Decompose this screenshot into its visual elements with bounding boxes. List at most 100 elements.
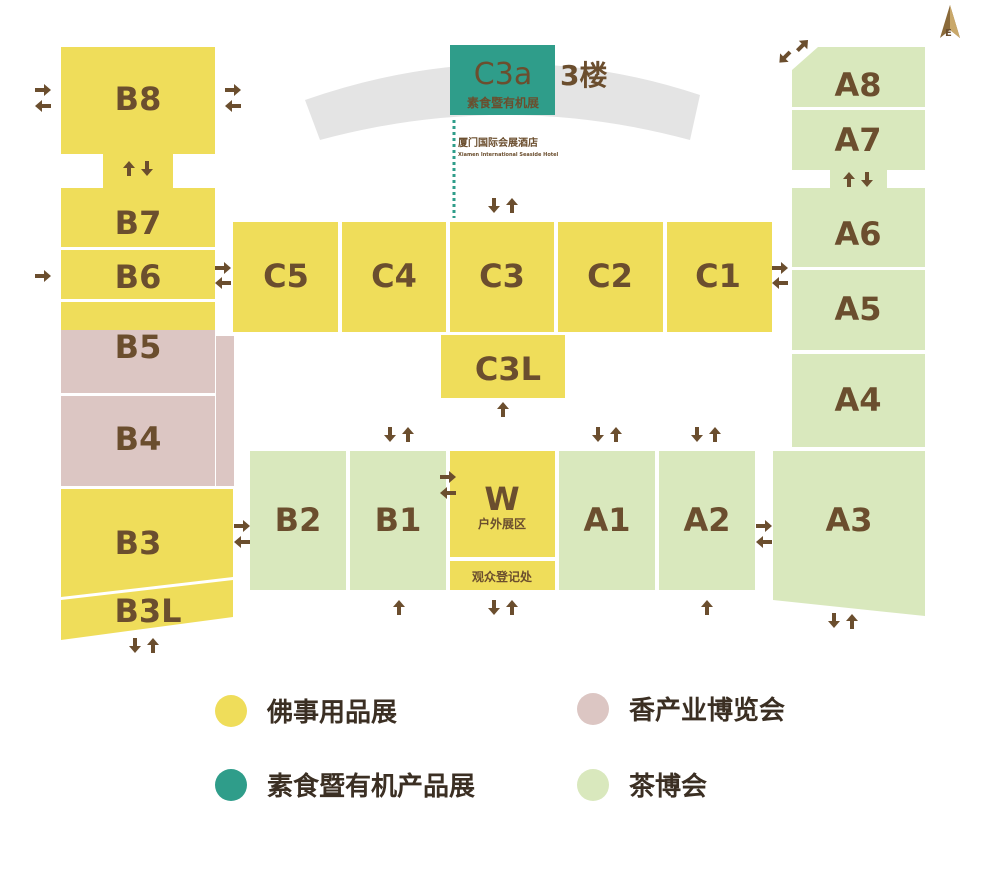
legend-label: 香产业博览会 <box>629 696 786 726</box>
arrow-icon <box>35 270 51 282</box>
hall-A1[interactable]: A1 <box>559 451 655 590</box>
svg-text:W: W <box>484 480 519 518</box>
legend-swatch <box>577 768 609 801</box>
hall-C2[interactable]: C2 <box>558 222 663 332</box>
arrow-icon <box>35 84 51 96</box>
hall-C5[interactable]: C5 <box>233 222 338 332</box>
svg-text:A1: A1 <box>583 501 630 539</box>
arrow-icon <box>497 402 509 417</box>
compass-label: E <box>945 28 952 39</box>
arrow-icon <box>691 427 703 442</box>
arrow-icon <box>592 427 604 442</box>
hall-B8[interactable]: B8 <box>61 47 215 154</box>
hall-C3a[interactable]: C3a 素食暨有机展 <box>450 45 555 115</box>
arrow-icon <box>393 600 405 615</box>
hall-B3L[interactable]: B3L <box>61 580 233 640</box>
arrow-icon <box>846 614 858 629</box>
svg-text:C4: C4 <box>371 257 417 295</box>
a7-a6-connector <box>830 170 887 188</box>
svg-text:B4: B4 <box>115 420 162 458</box>
arrow-icon <box>129 638 141 653</box>
hall-B5[interactable]: B5 <box>61 302 234 486</box>
legend-item-tea: 茶博会 <box>577 766 707 803</box>
hall-A8[interactable]: A8 <box>792 47 925 107</box>
arrow-icon <box>234 520 250 532</box>
arrow-icon <box>772 277 788 289</box>
svg-text:A2: A2 <box>683 501 730 539</box>
hall-A2[interactable]: A2 <box>659 451 755 590</box>
legend-item-buddhist: 佛事用品展 <box>215 692 397 729</box>
hall-B1[interactable]: B1 <box>350 451 446 590</box>
arrow-icon <box>793 35 813 55</box>
arrow-icon <box>215 277 231 289</box>
legend-label: 茶博会 <box>629 772 708 802</box>
hall-C1[interactable]: C1 <box>667 222 772 332</box>
arrow-icon <box>488 600 500 615</box>
arrow-icon <box>701 600 713 615</box>
hall-C3a-label: C3a <box>474 57 532 92</box>
arrow-icon <box>384 427 396 442</box>
legend-swatch <box>577 692 609 725</box>
c3a-floor-label: 3楼 <box>560 59 607 92</box>
arrow-icon <box>35 100 51 112</box>
hall-B6[interactable]: B6 <box>61 250 215 299</box>
hall-C3a-sub: 素食暨有机展 <box>467 95 539 110</box>
svg-text:C3L: C3L <box>475 350 541 388</box>
arrow-icon <box>234 536 250 548</box>
legend-swatch <box>215 768 247 801</box>
hall-C3[interactable]: C3 <box>450 222 554 332</box>
hall-B2[interactable]: B2 <box>250 451 346 590</box>
hall-B7[interactable]: B7 <box>61 188 215 247</box>
arrow-icon <box>709 427 721 442</box>
svg-text:A8: A8 <box>834 66 881 104</box>
svg-text:A6: A6 <box>834 215 881 253</box>
svg-text:B8: B8 <box>115 80 162 118</box>
legend-label: 佛事用品展 <box>267 698 398 728</box>
svg-text:C2: C2 <box>587 257 633 295</box>
arrow-icon <box>775 47 795 67</box>
hall-W[interactable]: W 户外展区 <box>450 451 555 557</box>
arrow-icon <box>488 198 500 213</box>
hall-A3[interactable]: A3 <box>773 451 925 616</box>
legend-label: 素食暨有机产品展 <box>267 772 476 802</box>
registration-label: 观众登记处 <box>472 569 533 584</box>
svg-text:C3: C3 <box>479 257 525 295</box>
svg-text:A7: A7 <box>834 121 881 159</box>
arrow-icon <box>215 262 231 274</box>
svg-text:A5: A5 <box>834 290 881 328</box>
svg-text:B3: B3 <box>115 524 162 562</box>
hall-A7[interactable]: A7 <box>792 110 925 170</box>
svg-text:B6: B6 <box>115 258 162 296</box>
arrow-icon <box>610 427 622 442</box>
svg-text:B1: B1 <box>375 501 422 539</box>
legend-item-vegetarian: 素食暨有机产品展 <box>215 766 475 803</box>
arrow-icon <box>225 84 241 96</box>
b8-b7-connector <box>103 154 173 188</box>
arrow-icon <box>506 198 518 213</box>
svg-text:A4: A4 <box>834 381 881 419</box>
hall-A4[interactable]: A4 <box>792 354 925 447</box>
hotel-name: 厦门国际会展酒店 <box>458 136 538 149</box>
svg-text:B5: B5 <box>115 328 162 366</box>
hall-C3L[interactable]: C3L <box>441 335 565 398</box>
arrow-icon <box>772 262 788 274</box>
registration-area[interactable]: 观众登记处 <box>450 561 555 590</box>
hotel-name-en: Xiamen International Seaside Hotel <box>458 152 559 158</box>
hall-W-sub: 户外展区 <box>478 516 526 531</box>
legend-item-incense: 香产业博览会 <box>577 690 785 727</box>
hall-A6[interactable]: A6 <box>792 188 925 267</box>
svg-text:B2: B2 <box>275 501 322 539</box>
hall-B4[interactable]: B4 <box>61 396 215 486</box>
legend-swatch <box>215 694 247 727</box>
arrow-icon <box>147 638 159 653</box>
arrow-icon <box>756 536 772 548</box>
svg-text:C5: C5 <box>263 257 309 295</box>
arrow-icon <box>402 427 414 442</box>
hall-B3[interactable]: B3 <box>61 489 233 597</box>
compass-icon: E <box>940 5 960 39</box>
arrow-icon <box>756 520 772 532</box>
hall-A5[interactable]: A5 <box>792 270 925 350</box>
svg-text:A3: A3 <box>825 501 872 539</box>
hall-C4[interactable]: C4 <box>342 222 446 332</box>
